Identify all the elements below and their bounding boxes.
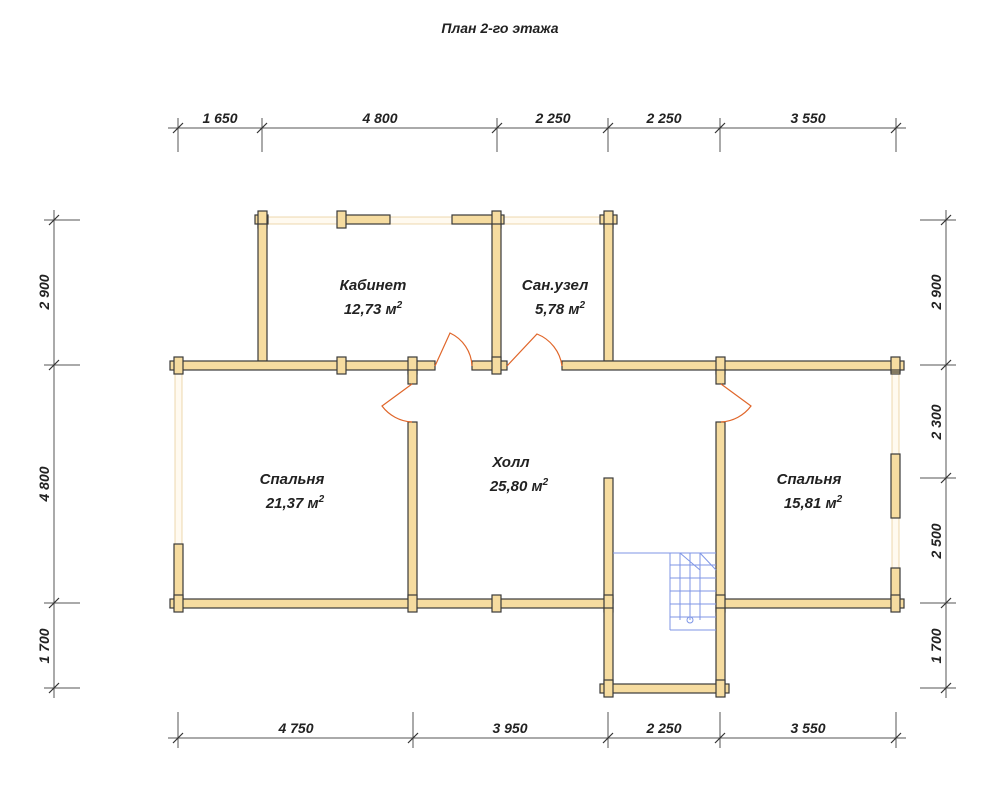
wall-segment: [599, 683, 730, 694]
top-dim-1: 1 650: [202, 110, 237, 126]
door-bedroom-right: [720, 383, 752, 423]
wall-segment: [169, 598, 614, 609]
plan-title: План 2-го этажа: [441, 20, 558, 36]
top-dim-2: 4 800: [361, 110, 397, 126]
room-name-hall: Холл: [491, 454, 530, 471]
bottom-dim-4: 3 550: [790, 720, 825, 736]
wall-post: [603, 679, 614, 698]
wall-segment: [890, 369, 901, 373]
window-study-2: [389, 216, 453, 225]
bottom-dim-3: 2 250: [645, 720, 681, 736]
room-name-bathroom: Сан.узел: [522, 277, 589, 294]
right-dim-2: 2 300: [928, 404, 944, 440]
wall-post: [890, 356, 901, 375]
window-bedroom-right-1: [891, 371, 900, 455]
stair-arrow-start: [686, 616, 694, 624]
wall-post: [173, 356, 184, 375]
wall-post: [491, 594, 502, 613]
wall-segment: [715, 607, 726, 689]
window-bedroom-right-2: [891, 517, 900, 569]
wall-segment: [451, 214, 505, 225]
wall-post: [173, 594, 184, 613]
top-dim-5: 3 550: [790, 110, 825, 126]
wall-post: [890, 594, 901, 613]
door-bedroom-left: [381, 383, 413, 423]
top-dim-3: 2 250: [534, 110, 570, 126]
room-name-bedroom-right: Спальня: [777, 471, 842, 488]
wall-segment: [715, 369, 726, 385]
room-area-hall: 25,80 м2: [489, 477, 549, 495]
wall-segment: [715, 421, 726, 603]
room-labels: Кабинет 12,73 м2 Сан.узел 5,78 м2 Спальн…: [260, 277, 843, 512]
left-dim-1: 2 900: [36, 274, 52, 310]
door-study: [434, 332, 473, 367]
wall-segment: [561, 360, 905, 371]
room-area-study: 12,73 м2: [344, 300, 403, 318]
top-dimension-chain: 1 650 4 800 2 250 2 250 3 550: [168, 110, 906, 152]
left-dimension-chain: 2 900 4 800 1 700: [36, 210, 80, 698]
walls: [169, 210, 905, 698]
wall-segment: [603, 477, 614, 604]
wall-segment: [407, 421, 418, 603]
windows: [174, 216, 900, 569]
window-study-1: [267, 216, 343, 225]
wall-segment: [491, 223, 502, 362]
top-dim-4: 2 250: [645, 110, 681, 126]
left-dim-2: 4 800: [36, 466, 52, 502]
wall-post: [715, 679, 726, 698]
right-dim-4: 1 700: [928, 628, 944, 663]
wall-post: [491, 356, 502, 375]
wall-segment: [890, 453, 901, 519]
wall-segment: [715, 598, 905, 609]
room-name-study: Кабинет: [340, 277, 407, 294]
wall-segment: [471, 360, 508, 371]
wall-post: [407, 594, 418, 613]
doors: [381, 332, 752, 423]
wall-segment: [603, 607, 614, 689]
door-bathroom: [506, 333, 563, 367]
wall-post: [336, 210, 347, 229]
right-dim-1: 2 900: [928, 274, 944, 310]
left-dim-3: 1 700: [36, 628, 52, 663]
bottom-dim-2: 3 950: [492, 720, 527, 736]
wall-post: [336, 356, 347, 375]
staircase: [613, 552, 717, 631]
window-bedroom-left: [174, 371, 183, 545]
room-name-bedroom-left: Спальня: [260, 471, 325, 488]
bottom-dim-1: 4 750: [277, 720, 313, 736]
room-area-bedroom-left: 21,37 м2: [265, 494, 325, 512]
bottom-dimension-chain: 4 750 3 950 2 250 3 550: [168, 712, 906, 748]
wall-segment: [169, 360, 436, 371]
room-area-bathroom: 5,78 м2: [535, 300, 585, 318]
wall-segment: [341, 214, 391, 225]
room-area-bedroom-right: 15,81 м2: [784, 494, 843, 512]
wall-segment: [257, 223, 268, 362]
wall-segment: [407, 369, 418, 385]
right-dimension-chain: 2 900 2 300 2 500 1 700: [920, 210, 956, 698]
right-dim-3: 2 500: [928, 523, 944, 559]
window-bathroom: [503, 216, 601, 225]
wall-segment: [603, 223, 614, 362]
